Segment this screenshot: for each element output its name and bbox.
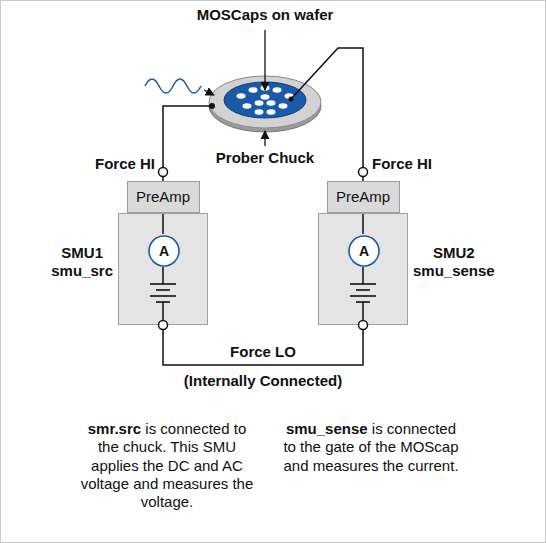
wire [162,302,164,324]
leader-line [264,131,265,146]
wire [362,214,364,234]
terminal [159,168,168,177]
terminal-label: Force HI [372,155,432,173]
terminal-label: Force HI [95,155,155,173]
wire [162,214,164,234]
smu-name: smr.src [88,420,141,437]
note-block: smu_senseis connected to the gate of the… [282,420,460,475]
part-label: Prober Chuck [216,149,314,167]
wire [362,302,364,324]
moscap-dot [255,109,264,115]
preamp-box: PreAmp [127,181,200,213]
smu-name: SMU2 smu_sense [413,244,495,280]
smu-internals [119,214,207,324]
ammeter-label: A [159,243,169,260]
contact-dot [289,97,294,102]
leader-line [204,90,214,95]
moscap-dot [243,103,252,109]
battery-symbol [350,295,376,297]
moscap-dot [267,100,276,106]
terminal [359,321,368,330]
battery-symbol [150,283,176,285]
ac-signal [145,79,201,93]
wire [162,267,164,284]
battery-symbol [150,295,176,297]
moscap-dot [279,103,288,109]
moscap-dot [249,87,258,93]
battery-symbol [356,301,370,303]
smu-box: SMU1 smu_srcA [118,213,208,325]
wire [163,106,211,168]
contact-dot [209,103,215,109]
smu-box: SMU2 smu_senseA [318,213,408,325]
terminal [159,321,168,330]
battery-symbol [350,283,376,285]
moscap-dot [273,87,282,93]
wire [362,267,364,284]
smu-internals [319,214,407,324]
smu-name: SMU1 smu_src [51,244,113,280]
preamp-box: PreAmp [327,181,400,213]
box-label: PreAmp [136,188,190,206]
moscap-dot [255,100,264,106]
battery-symbol [156,289,170,291]
moscap-dot [237,93,246,99]
leader-line [264,30,265,90]
ammeter-symbol: A [148,235,180,267]
ammeter-symbol: A [348,235,380,267]
connector-group [163,325,363,365]
moscap-dot [261,94,270,100]
battery-symbol [156,301,170,303]
ammeter-label: A [359,243,369,260]
title-label: MOSCaps on wafer [197,6,334,24]
box-label: PreAmp [336,188,390,206]
moscap-dot [267,109,276,115]
wire [163,325,363,365]
battery-symbol [356,289,370,291]
note-block: smr.srcis connected to the chuck. This S… [78,420,256,511]
terminal [359,168,368,177]
wire-label: Force LO [227,343,299,361]
smu-name: smu_sense [286,420,368,437]
note-label: (Internally Connected) [184,372,342,390]
